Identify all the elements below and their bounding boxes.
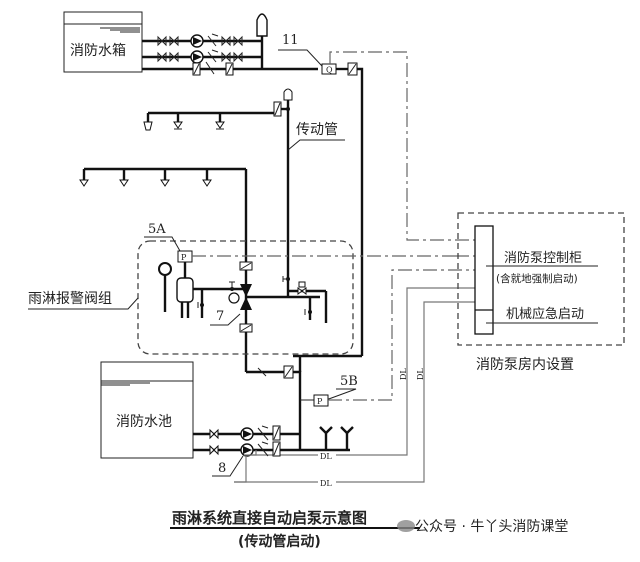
callout-5a: 5A [148, 222, 166, 237]
fire-water-tank [63, 11, 143, 73]
sprinkler-icon [173, 121, 183, 129]
gate-valve-icon [157, 35, 167, 47]
mechanical-emergency-start-label: 机械应急启动 [506, 306, 584, 322]
gate-valve-icon [169, 51, 179, 63]
main-riser-pipe [357, 67, 364, 356]
sprinkler-icon [143, 121, 153, 131]
pressure-gauge-icon [158, 262, 172, 276]
pump-room-label: 消防泵房内设置 [476, 357, 574, 373]
callout-7: 7 [216, 309, 224, 324]
cable-label-dl: DL [416, 368, 425, 380]
gate-valve-icon [209, 428, 219, 440]
sprinkler-icon [160, 179, 170, 187]
callout-leader [210, 313, 241, 326]
sprinkler-icon [202, 179, 212, 187]
diagram-title: 雨淋系统直接自动启泵示意图 [172, 509, 367, 527]
watermark: 公众号 · 牛丫头消防课堂 [397, 519, 568, 535]
pump-adapter-icon [319, 426, 354, 450]
deluge-valve-group-boundary [137, 240, 354, 355]
drive-pipe-branch [143, 88, 293, 131]
local-forced-start-note: (含就地强制启动) [496, 272, 578, 285]
deluge-valve-internals [158, 261, 328, 333]
sprinkler-icon [119, 179, 129, 187]
deluge-valve-group-label: 雨淋报警阀组 [28, 291, 112, 307]
fire-water-pool [100, 361, 194, 459]
pump-discharge-pipe [293, 370, 302, 450]
wechat-icon [397, 520, 415, 532]
gate-valve-icon [221, 35, 231, 47]
water-tank-label: 消防水箱 [70, 43, 126, 59]
callout-leader [144, 236, 181, 252]
drive-pipe-label: 传动管 [296, 122, 338, 138]
air-vent-icon [283, 88, 293, 101]
gate-valve-icon [169, 35, 179, 47]
pump-control-cabinet-icon [474, 225, 494, 335]
callout-leader [287, 139, 345, 151]
pressure-tank-icon [256, 13, 268, 41]
gate-valve-icon [157, 51, 167, 63]
check-valve-icon [257, 425, 269, 441]
diagram-subtitle: (传动管启动) [238, 533, 321, 550]
callout-leader [325, 388, 357, 401]
gate-valve-icon [233, 35, 243, 47]
pressure-symbol: P [317, 397, 323, 406]
gate-valve-icon [233, 51, 243, 63]
pump-control-cabinet-label: 消防泵控制柜 [504, 250, 582, 266]
solenoid-valve-icon [297, 287, 307, 295]
signal-line-5b [328, 269, 475, 401]
pressure-symbol: P [181, 253, 187, 262]
pump-room-boundary [457, 212, 625, 346]
water-pool-label: 消防水池 [116, 414, 172, 430]
cable-label-dl: DL [399, 368, 408, 380]
cable-label-dl: DL [320, 452, 332, 461]
callout-leader [212, 455, 244, 477]
check-valve-icon [207, 49, 219, 63]
cable-label-dl: DL [320, 479, 332, 488]
tank-pump-valves [157, 33, 243, 76]
deluge-valve-icon [240, 284, 252, 297]
callout-5b: 5B [340, 374, 358, 389]
callout-11: 11 [282, 33, 299, 48]
signal-line-flow-switch [329, 51, 475, 241]
check-valve-icon [207, 33, 219, 47]
gate-valve-icon [221, 51, 231, 63]
callout-leader [28, 297, 139, 310]
callout-8: 8 [218, 461, 226, 476]
gate-valve-icon [209, 444, 219, 456]
callout-leader [278, 49, 323, 67]
sprinkler-icon [215, 121, 225, 129]
retard-chamber-icon [176, 277, 194, 303]
pool-pump-set [193, 425, 350, 483]
flow-symbol: Q [326, 66, 333, 75]
watermark-text: 公众号 · 牛丫头消防课堂 [415, 519, 568, 535]
sprinkler-icon [79, 179, 89, 187]
check-valve-icon [257, 441, 269, 457]
